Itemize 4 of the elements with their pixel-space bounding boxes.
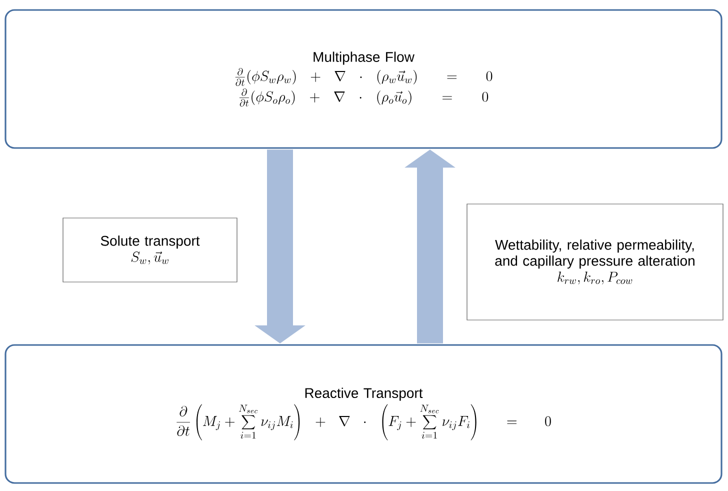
process-box: Reactive Transport $\frac{\partial}{\partial t}\left(M_j + \sum_{i=1}^{N_{sec}} \nu_{ij} M_i\right) + \nabla \cdot \left(F_j + \sum_{i=1}^{N_{sec}} \nu_{ij} F_i\right) = 0$ bbox=[4, 344, 722, 484]
label-box: Solute transport $S_w, \vec{u}_w$ bbox=[62, 218, 238, 282]
label-box: Wettability, relative permeability, and capillary pressure alteration $k_{rw}, k_{ro}, P_{cow}$ bbox=[466, 204, 724, 320]
process-box: Multiphase Flow $\frac{\partial}{\partial t}(\phi S_w \rho_w) + \nabla \cdot (\rho_w \vec{u}_w) = 0$ $\frac{\partial}{\partial t}(\phi S_o \rho_o) + \nabla \cdot (\rho_o \vec{u}_o) = 0$ bbox=[4, 9, 722, 149]
